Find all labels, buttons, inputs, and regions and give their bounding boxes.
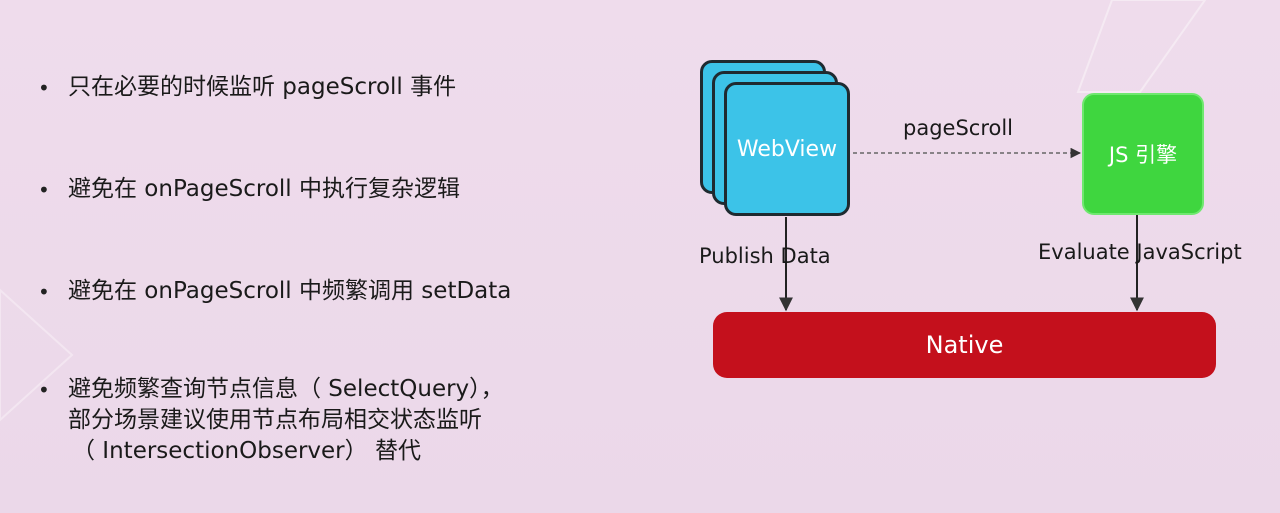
bullet-marker: •	[38, 378, 50, 402]
bullet-marker: •	[38, 178, 50, 202]
evaluate-javascript-label: Evaluate JavaScript	[1038, 240, 1242, 264]
webview-node: WebView	[700, 60, 855, 220]
js-engine-label: JS 引擎	[1108, 143, 1178, 167]
bullet-item: • 避免频繁查询节点信息（ SelectQuery）， 部分场景建议使用节点布局…	[38, 374, 504, 467]
native-node: Native	[713, 312, 1216, 378]
bullet-item: • 避免在 onPageScroll 中频繁调用 setData	[38, 276, 511, 308]
bullet-text: 只在必要的时候监听 pageScroll 事件	[68, 74, 457, 100]
webview-label: WebView	[736, 136, 838, 162]
bullet-marker: •	[38, 76, 50, 100]
native-label: Native	[925, 331, 1004, 359]
bullet-line: 避免频繁查询节点信息（ SelectQuery），	[68, 376, 504, 402]
bullet-text: 避免在 onPageScroll 中频繁调用 setData	[68, 278, 512, 304]
bullet-marker: •	[38, 280, 50, 304]
webview-card-front: WebView	[724, 82, 850, 216]
bullet-item: • 避免在 onPageScroll 中执行复杂逻辑	[38, 174, 460, 206]
bullet-text-multiline: 避免频繁查询节点信息（ SelectQuery）， 部分场景建议使用节点布局相交…	[68, 374, 504, 467]
bullet-text: 避免在 onPageScroll 中执行复杂逻辑	[68, 176, 460, 202]
bullet-line: （ IntersectionObserver） 替代	[72, 438, 421, 464]
bullet-item: • 只在必要的时候监听 pageScroll 事件	[38, 72, 456, 104]
js-engine-node: JS 引擎	[1082, 93, 1204, 215]
bullet-line: 部分场景建议使用节点布局相交状态监听	[68, 407, 482, 433]
pagescroll-label: pageScroll	[903, 116, 1014, 140]
publish-data-label: Publish Data	[699, 244, 831, 268]
